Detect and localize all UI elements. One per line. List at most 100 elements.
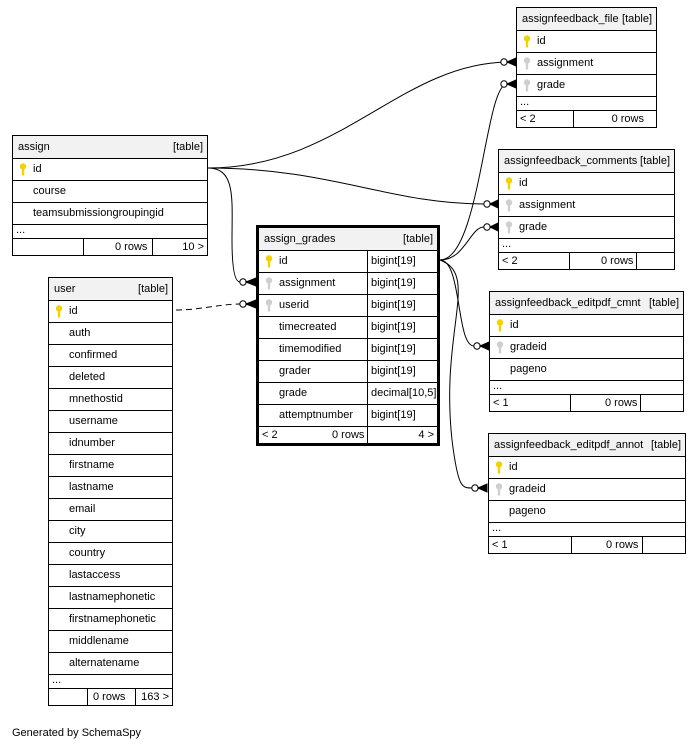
- table-assignfeedback-comments[interactable]: assignfeedback_comments [table] id assig…: [498, 149, 675, 270]
- table-type-tag: [table]: [173, 141, 203, 153]
- primary-key-icon: [55, 305, 63, 326]
- column-name: timemodified: [279, 343, 342, 355]
- column-row[interactable]: timemodified bigint[19]: [259, 339, 437, 361]
- column-row[interactable]: id bigint[19]: [259, 251, 437, 273]
- column-row[interactable]: id: [13, 159, 207, 181]
- edge-grades-to-editpdf-cmnt: [439, 259, 475, 347]
- column-row[interactable]: firstnamephonetic: [49, 609, 172, 631]
- column-row[interactable]: grade: [499, 217, 674, 239]
- column-name: id: [69, 305, 78, 317]
- column-name: userid: [279, 299, 309, 311]
- table-assign-grades[interactable]: assign_grades [table] id bigint[19] assi…: [256, 225, 440, 446]
- edge-arrowhead: [478, 341, 490, 351]
- column-row[interactable]: grade: [517, 75, 656, 97]
- column-row[interactable]: confirmed: [49, 345, 172, 367]
- column-row[interactable]: firstname: [49, 455, 172, 477]
- parent-count[interactable]: < 2: [520, 113, 536, 125]
- table-type-tag: [table]: [651, 439, 681, 451]
- table-user[interactable]: user [table] id auth confirmed deleted m…: [48, 277, 173, 706]
- column-name: city: [69, 525, 86, 537]
- column-row[interactable]: email: [49, 499, 172, 521]
- table-assignfeedback-file[interactable]: assignfeedback_file [table] id assignmen…: [516, 7, 657, 128]
- column-row[interactable]: lastname: [49, 477, 172, 499]
- column-name: firstnamephonetic: [69, 613, 156, 625]
- foreign-key-icon: [523, 79, 531, 100]
- table-footer: 0 rows 163 >: [49, 689, 172, 705]
- parent-count[interactable]: < 1: [493, 397, 509, 409]
- table-assignfeedback-editpdf-cmnt[interactable]: assignfeedback_editpdf_cmnt [table] id g…: [489, 291, 684, 412]
- column-row[interactable]: lastnamephonetic: [49, 587, 172, 609]
- column-row[interactable]: deleted: [49, 367, 172, 389]
- parent-count[interactable]: < 2: [502, 255, 518, 267]
- footer-divider: [571, 537, 572, 553]
- edge-grades-to-feedback-comments: [439, 226, 485, 261]
- column-row[interactable]: attemptnumber bigint[19]: [259, 405, 437, 427]
- edge-arrowhead: [488, 199, 499, 209]
- footer-divider: [83, 239, 84, 255]
- row-count: 0 rows: [115, 241, 148, 253]
- child-count[interactable]: 4 >: [418, 429, 434, 441]
- table-type-tag: [table]: [403, 233, 433, 245]
- column-name: timecreated: [279, 321, 337, 333]
- footer-divider: [569, 253, 570, 269]
- more-columns: ...: [499, 239, 674, 253]
- column-row[interactable]: id: [489, 457, 685, 479]
- child-count[interactable]: 10 >: [182, 241, 204, 253]
- more-columns: ...: [490, 381, 683, 395]
- table-type-tag: [table]: [640, 155, 670, 167]
- column-name: grade: [279, 387, 308, 399]
- column-row[interactable]: timecreated bigint[19]: [259, 317, 437, 339]
- column-row[interactable]: id: [490, 315, 683, 337]
- column-row[interactable]: idnumber: [49, 433, 172, 455]
- column-row[interactable]: gradeid: [489, 479, 685, 501]
- column-row[interactable]: pageno: [489, 501, 685, 523]
- table-type-tag: [table]: [649, 297, 679, 309]
- table-footer: 0 rows 10 >: [13, 239, 207, 255]
- column-row[interactable]: username: [49, 411, 172, 433]
- table-footer: < 1 0 rows: [490, 395, 683, 411]
- column-type: bigint[19]: [367, 317, 416, 338]
- column-row[interactable]: id: [49, 301, 172, 323]
- column-row[interactable]: middlename: [49, 631, 172, 653]
- parent-count[interactable]: < 2: [262, 429, 278, 441]
- column-row[interactable]: auth: [49, 323, 172, 345]
- column-row[interactable]: id: [499, 173, 674, 195]
- generator-credit: Generated by SchemaSpy: [12, 727, 142, 739]
- column-row[interactable]: userid bigint[19]: [259, 295, 437, 317]
- table-name: assign_grades: [264, 233, 336, 245]
- column-row[interactable]: lastaccess: [49, 565, 172, 587]
- column-row[interactable]: assignment bigint[19]: [259, 273, 437, 295]
- column-row[interactable]: assignment: [499, 195, 674, 217]
- edge-assign-to-grades: [207, 167, 241, 283]
- column-row[interactable]: teamsubmissiongroupingid: [13, 203, 207, 225]
- column-row[interactable]: alternatename: [49, 653, 172, 675]
- more-columns: ...: [489, 523, 685, 537]
- column-row[interactable]: gradeid: [490, 337, 683, 359]
- table-assign[interactable]: assign [table] id course teamsubmissiong…: [12, 135, 208, 256]
- column-row[interactable]: city: [49, 521, 172, 543]
- column-row[interactable]: assignment: [517, 53, 656, 75]
- table-assignfeedback-editpdf-annot[interactable]: assignfeedback_editpdf_annot [table] id …: [488, 433, 686, 554]
- column-row[interactable]: course: [13, 181, 207, 203]
- more-columns: ...: [517, 97, 656, 111]
- column-row[interactable]: country: [49, 543, 172, 565]
- column-name: id: [510, 319, 519, 331]
- parent-count[interactable]: < 1: [492, 539, 508, 551]
- column-name: gradeid: [510, 341, 547, 353]
- child-count[interactable]: 163 >: [141, 691, 169, 703]
- row-count: 0 rows: [611, 113, 644, 125]
- column-name: email: [69, 503, 96, 515]
- column-name: teamsubmissiongroupingid: [33, 207, 164, 219]
- column-row[interactable]: grade decimal[10,5]: [259, 383, 437, 405]
- foreign-key-icon: [496, 341, 504, 362]
- table-name: assignfeedback_editpdf_annot: [494, 439, 644, 451]
- more-columns: ...: [13, 225, 207, 239]
- column-row[interactable]: grader bigint[19]: [259, 361, 437, 383]
- edge-assign-to-feedback-file: [207, 61, 508, 169]
- column-row[interactable]: id: [517, 31, 656, 53]
- column-row[interactable]: pageno: [490, 359, 683, 381]
- column-name: assignment: [519, 199, 576, 211]
- foreign-key-icon: [265, 277, 273, 298]
- column-row[interactable]: mnethostid: [49, 389, 172, 411]
- edge-grades-to-feedback-file: [439, 83, 508, 261]
